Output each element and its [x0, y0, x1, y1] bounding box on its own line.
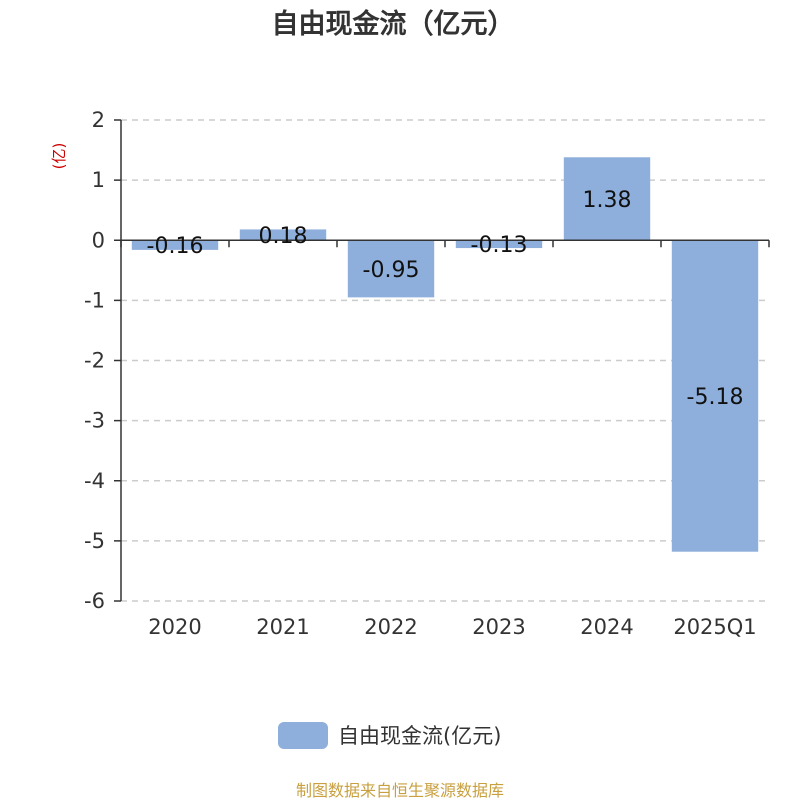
- bar[interactable]: [455, 240, 543, 249]
- y-axis-ticks: 2 1 0 -1 -2 -3 -4 -5 -6: [84, 108, 121, 613]
- x-tick-label: 2020: [148, 615, 201, 639]
- y-tick-label: -5: [84, 529, 105, 553]
- source-note: 制图数据来自恒生聚源数据库: [296, 781, 504, 800]
- bar-value-label: -0.16: [147, 234, 204, 259]
- bar[interactable]: [239, 229, 327, 241]
- bar-value-label: 1.38: [583, 188, 632, 213]
- legend-label[interactable]: 自由现金流(亿元): [338, 724, 501, 748]
- bar-value-labels: -0.16 0.18 -0.95 -0.13 1.38 -5.18: [147, 188, 744, 410]
- legend-swatch[interactable]: [278, 722, 328, 749]
- y-tick-label: -2: [84, 349, 105, 373]
- y-tick-label: 1: [92, 168, 105, 192]
- bars: [131, 157, 759, 552]
- x-tick-label: 2023: [472, 615, 525, 639]
- bar-value-label: -5.18: [687, 385, 744, 410]
- y-tick-label: -6: [84, 589, 105, 613]
- grid-lines: [121, 119, 769, 602]
- y-tick-label: 0: [92, 228, 105, 252]
- bar-value-label: -0.13: [471, 233, 528, 258]
- bar[interactable]: [563, 157, 651, 241]
- x-axis-ticks: 2020 2021 2022 2023 2024 2025Q1: [120, 240, 770, 639]
- x-tick-label: 2025Q1: [673, 615, 756, 639]
- bar-value-label: 0.18: [259, 224, 308, 249]
- y-axis-unit-label: (亿): [50, 143, 68, 170]
- x-tick-label: 2024: [580, 615, 633, 639]
- y-tick-label: -4: [84, 469, 105, 493]
- x-tick-label: 2022: [364, 615, 417, 639]
- y-tick-label: -1: [84, 288, 105, 312]
- legend[interactable]: 自由现金流(亿元): [278, 722, 501, 749]
- y-tick-label: 2: [92, 108, 105, 132]
- bar[interactable]: [131, 240, 219, 250]
- x-tick-label: 2021: [256, 615, 309, 639]
- bar[interactable]: [671, 240, 759, 552]
- bar-value-label: -0.95: [363, 258, 420, 283]
- chart-title: 自由现金流（亿元）: [272, 8, 515, 40]
- y-tick-label: -3: [84, 409, 105, 433]
- bar[interactable]: [347, 240, 435, 298]
